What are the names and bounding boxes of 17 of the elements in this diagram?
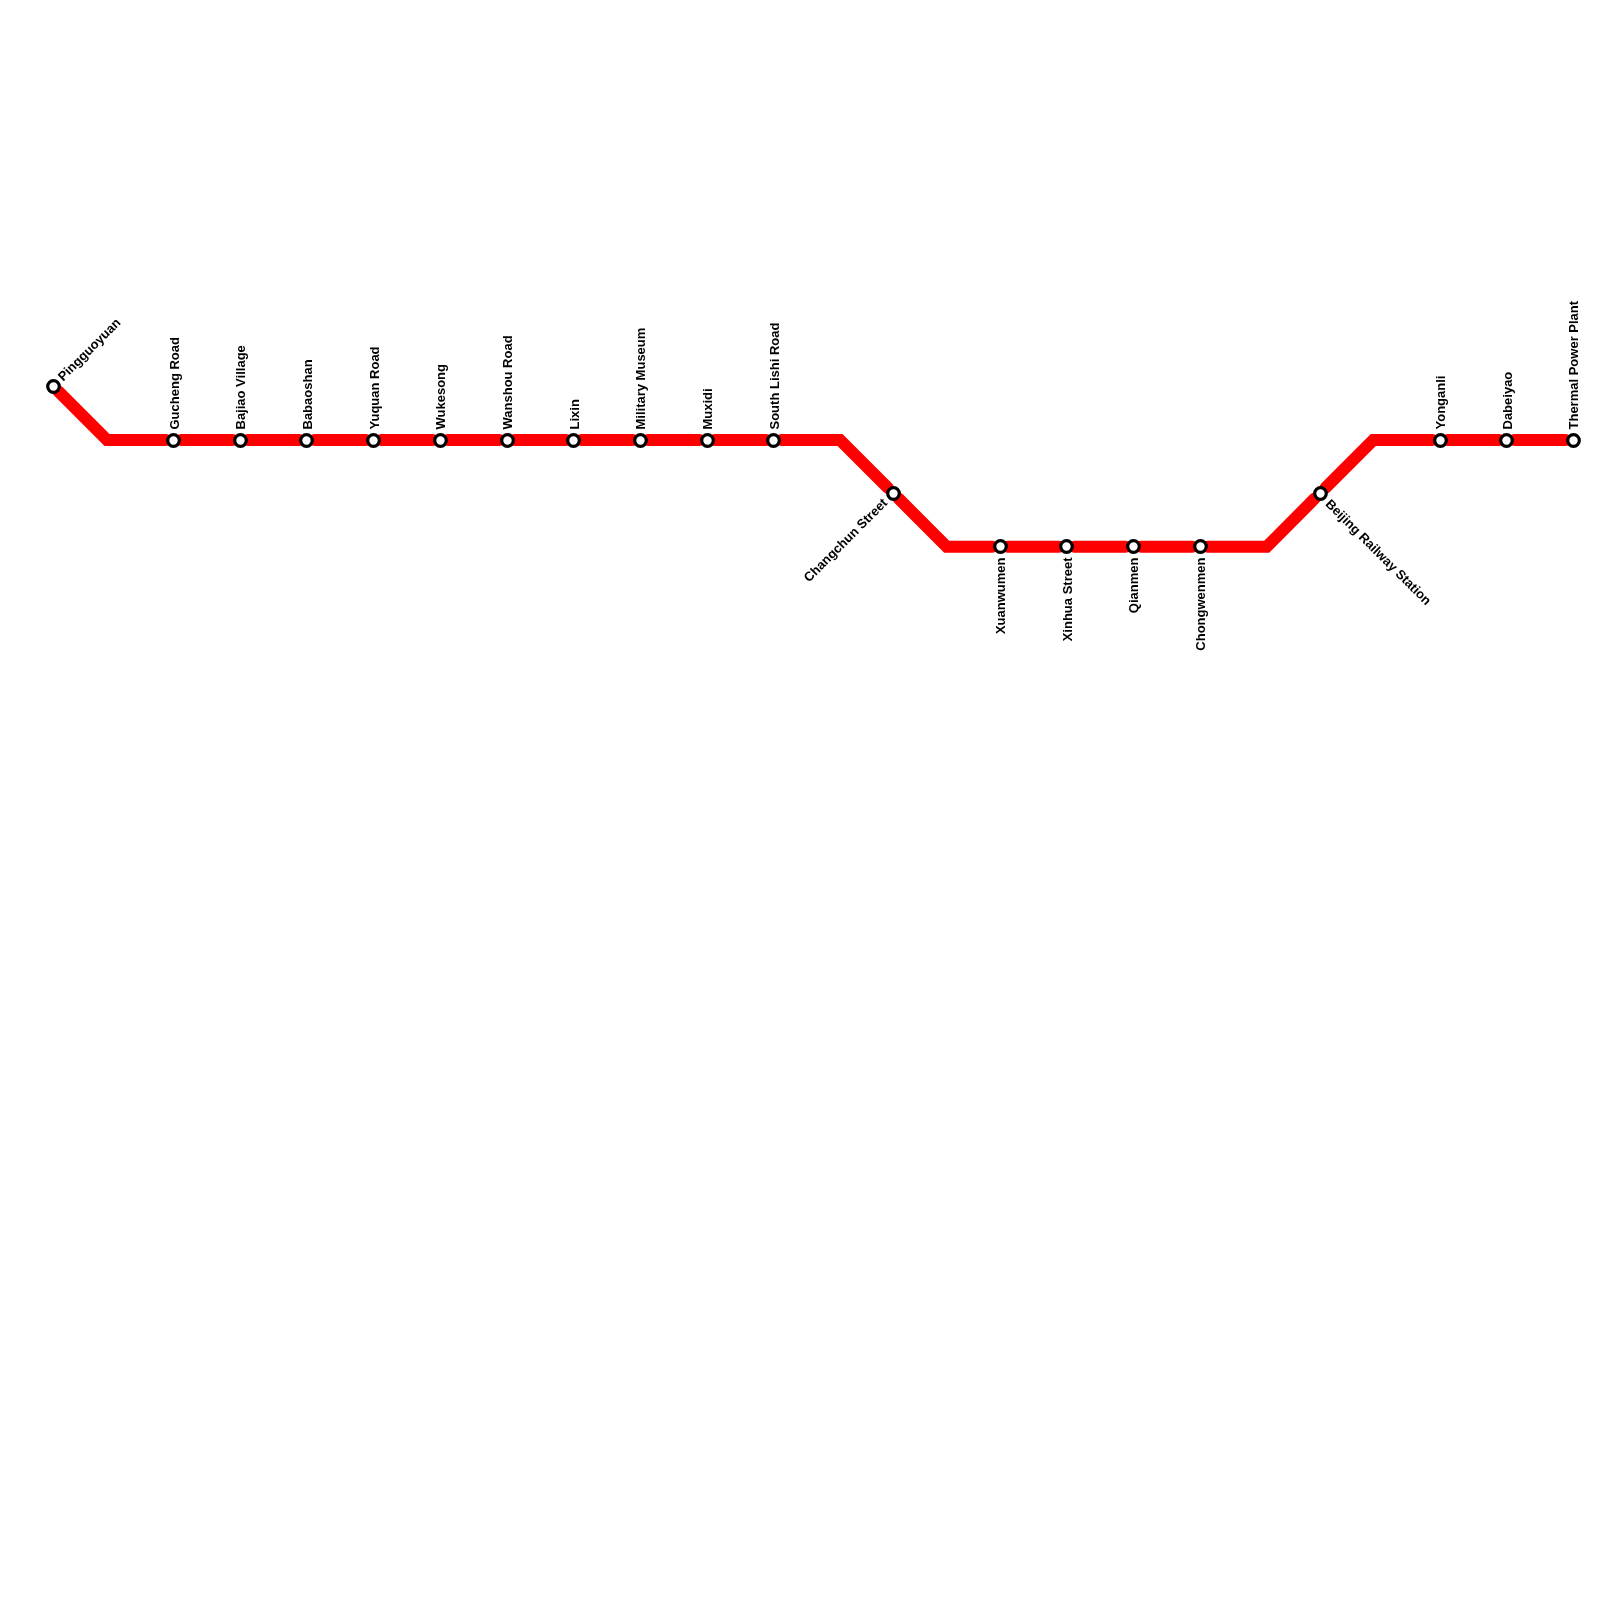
station-name: Thermal Power Plant [1565, 300, 1581, 429]
station-name: Xuanwumen [992, 557, 1008, 635]
station-name: Yonganli [1432, 375, 1448, 429]
station-name: Babaoshan [299, 358, 315, 429]
station-name: Xinhua Street [1059, 557, 1075, 642]
station-name: Wanshou Road [499, 334, 515, 429]
station-name: Military Museum [632, 327, 648, 429]
station-name: Bajiao Village [232, 344, 248, 429]
station-name: Wukesong [432, 363, 448, 429]
station-name: Chongwenmen [1192, 557, 1208, 651]
station-name: Dabeiyao [1499, 371, 1515, 429]
station-name: South Lishi Road [766, 322, 782, 429]
station-name: Yuquan Road [366, 345, 382, 429]
station-name: Muxidi [699, 387, 715, 429]
station-name: Lixin [566, 398, 582, 429]
station-name: Qianmen [1125, 557, 1141, 614]
station-name: Gucheng Road [166, 336, 181, 429]
